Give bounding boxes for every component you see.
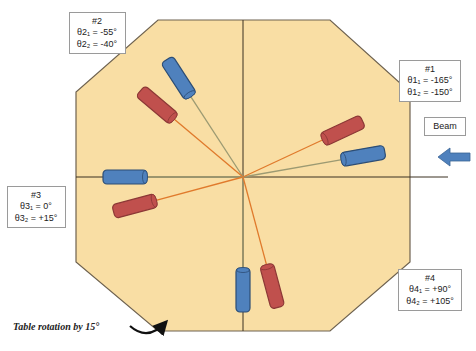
label-text: θ2₂ = -40° — [76, 39, 119, 50]
position-number: #1 — [406, 64, 454, 75]
position-number: #4 — [405, 273, 455, 284]
label-text: Beam — [432, 121, 458, 132]
red-detector — [136, 86, 179, 125]
blue-detector — [103, 170, 148, 184]
caption-box: Table rotation by 15° — [8, 318, 107, 337]
rotation-arrow — [130, 322, 166, 333]
label-text: θ3₂ = +15° — [14, 213, 59, 224]
label-text: θ1₂ = -150° — [406, 87, 454, 98]
red-detector — [319, 115, 365, 146]
detector-line — [190, 95, 243, 177]
detector-line — [243, 139, 325, 177]
angle-box: #2θ2₁ = -55°θ2₂ = -40° — [69, 12, 126, 54]
blue-detector — [236, 268, 250, 313]
red-detector — [260, 263, 285, 310]
detector-line — [154, 177, 243, 201]
label-text: θ1₁ = -165° — [406, 75, 454, 86]
detectors — [103, 56, 386, 312]
detector-line — [243, 159, 343, 177]
detector-line — [173, 118, 243, 177]
angle-box: #3θ3₁ = 0°θ3₂ = +15° — [7, 186, 66, 228]
angle-box: #4θ4₁ = +90°θ4₂ = +105° — [398, 269, 462, 311]
rotation-table — [76, 20, 410, 331]
position-number: #2 — [76, 16, 119, 27]
label-text: Table rotation by 15° — [13, 321, 102, 334]
angle-box: #1θ1₁ = -165°θ1₂ = -150° — [399, 60, 461, 102]
detector-line — [242, 177, 243, 270]
beam-label-box: Beam — [424, 117, 466, 136]
blue-detector — [161, 56, 197, 101]
beam-arrow — [438, 148, 470, 166]
detector-line — [243, 177, 267, 267]
label-text: θ3₁ = 0° — [14, 201, 59, 212]
position-number: #3 — [14, 190, 59, 201]
detector-line — [145, 176, 243, 177]
red-detector — [112, 193, 159, 218]
label-text: θ4₂ = +105° — [405, 296, 455, 307]
blue-detector — [340, 145, 386, 167]
label-text: θ2₁ = -55° — [76, 27, 119, 38]
label-text: θ4₁ = +90° — [405, 284, 455, 295]
